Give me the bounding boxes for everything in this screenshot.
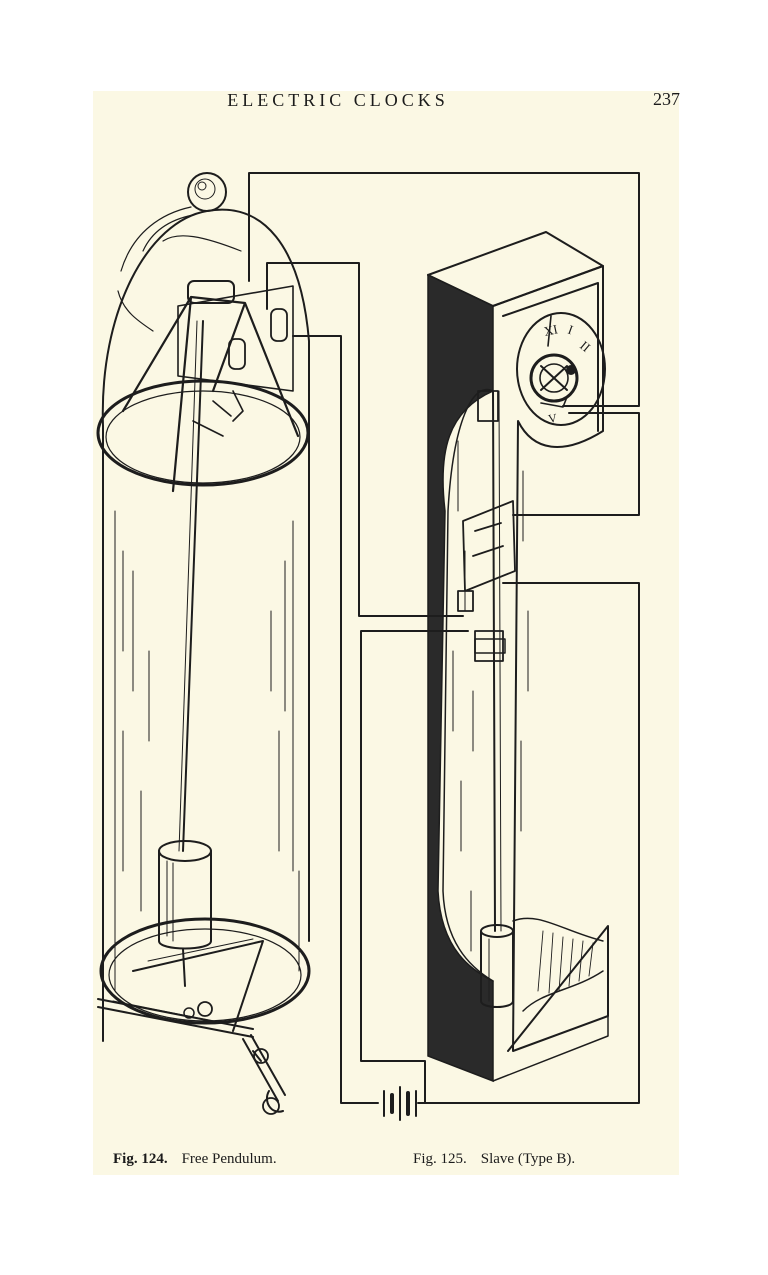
wire-dial-to-mechanism — [512, 412, 640, 516]
wire-slave-lower — [360, 630, 469, 1104]
wiring-circuit — [248, 172, 640, 1104]
slave-clock-drawing: XI I II V — [427, 231, 609, 1083]
running-title: ELECTRIC CLOCKS — [227, 90, 449, 110]
figure-124-caption: Fig. 124. Free Pendulum. — [113, 1151, 277, 1168]
upper-ring — [96, 379, 310, 487]
slave-mechanism — [457, 390, 516, 662]
jar-knob — [187, 172, 227, 212]
dial-numeral-ii: II — [577, 338, 593, 355]
figure-125-caption: Fig. 125. Slave (Type B). — [413, 1151, 575, 1168]
page-number: 237 — [653, 89, 680, 109]
dial-numeral-v: V — [547, 411, 558, 426]
lower-ring — [99, 917, 311, 1025]
pendulum-rod — [182, 320, 204, 852]
magnet-block — [187, 280, 235, 304]
wire-top-loop — [248, 172, 640, 407]
wire-return-right — [417, 582, 640, 1104]
dial-numeral-i: I — [566, 322, 575, 338]
wire-coil-to-slave — [266, 262, 464, 617]
slave-pendulum-bob — [480, 924, 514, 1008]
cabinet-side — [427, 273, 494, 1083]
mechanism-plate — [177, 285, 294, 392]
figure-124-text: Free Pendulum. — [181, 1151, 277, 1167]
battery-symbol — [383, 1086, 417, 1121]
coil-right — [270, 308, 288, 342]
electric-clock-illustration: XI I II V — [96, 172, 640, 1121]
figure-125-label: Fig. 125. — [413, 1151, 467, 1167]
free-pendulum-drawing — [96, 172, 311, 1115]
clock-dial: XI I II V — [502, 282, 606, 432]
lower-clamp — [242, 1034, 286, 1113]
figure-124-label: Fig. 124. — [113, 1151, 168, 1167]
glass-jar-dome — [101, 208, 310, 427]
pendulum-bob — [158, 840, 212, 950]
wire-to-battery-left — [292, 335, 379, 1104]
coil-left — [228, 338, 246, 370]
dial-numeral-xi: XI — [543, 321, 560, 339]
figure-125-text: Slave (Type B). — [480, 1151, 576, 1167]
cabinet-cutaway — [442, 388, 494, 982]
